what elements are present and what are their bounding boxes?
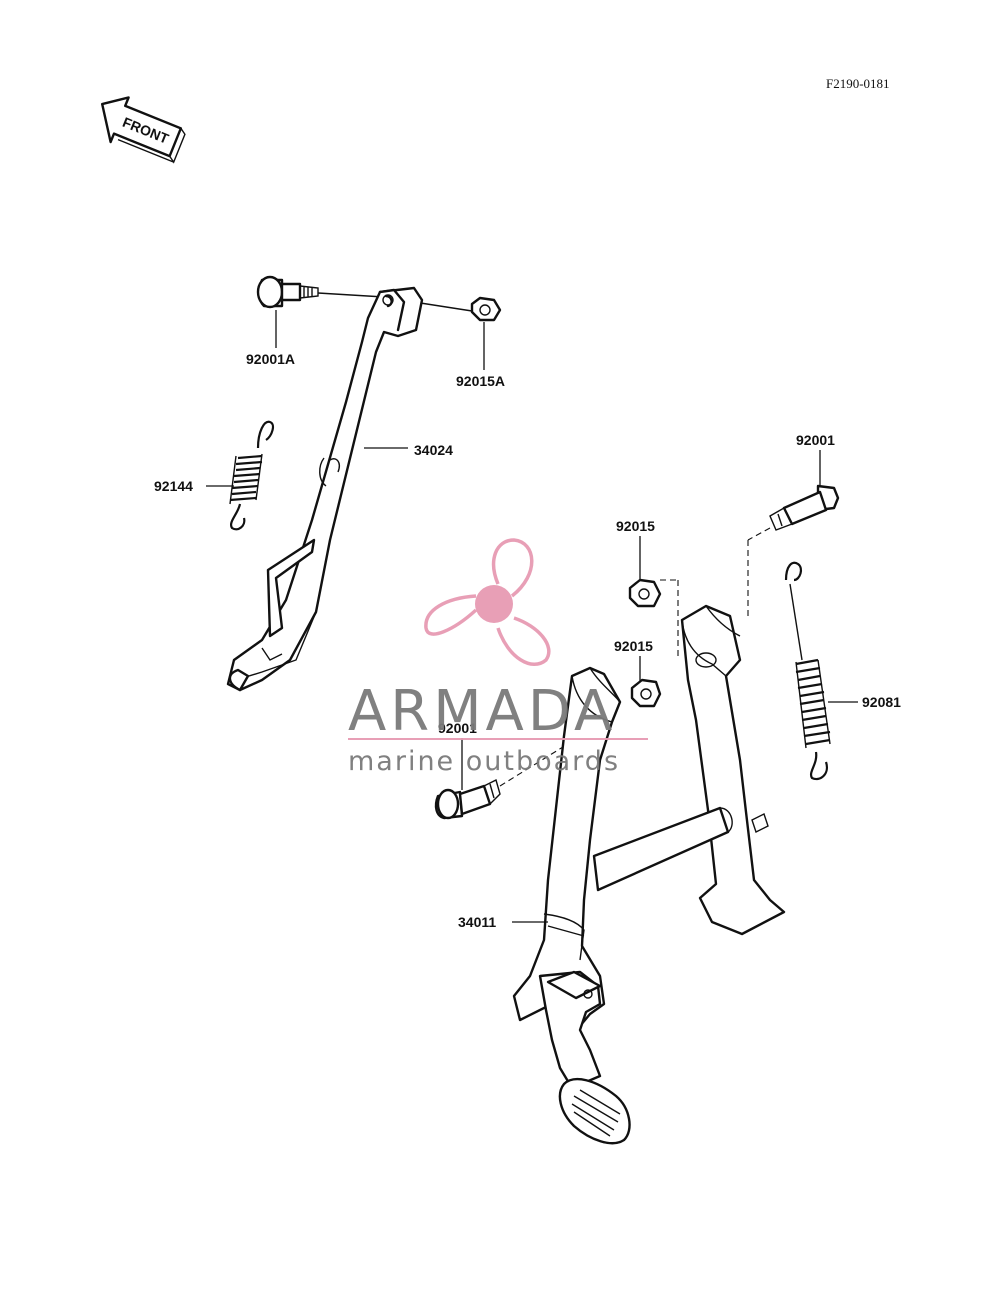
label-92015-lower: 92015 — [614, 638, 653, 654]
label-92001a: 92001A — [246, 351, 295, 367]
watermark: ARMADA marine outboards — [348, 538, 648, 777]
spring-92081-drawing — [784, 561, 831, 781]
watermark-tagline: marine outboards — [348, 746, 620, 777]
label-92001-right: 92001 — [796, 432, 835, 448]
side-stand-drawing — [226, 286, 424, 692]
bolt-92001-left-drawing — [434, 778, 501, 820]
front-arrow-icon: FRONT — [101, 96, 186, 164]
diagram-code: F2190-0181 — [826, 76, 890, 91]
label-92081: 92081 — [862, 694, 901, 710]
bolt-92001a-drawing — [256, 275, 319, 309]
label-92015a: 92015A — [456, 373, 505, 389]
label-92015-upper: 92015 — [616, 518, 655, 534]
watermark-brand: ARMADA — [348, 679, 616, 744]
nut-92015-upper-drawing — [628, 578, 662, 608]
label-92001-left: 92001 — [438, 720, 477, 736]
nut-92015-lower-drawing — [630, 678, 662, 708]
center-stand-drawing — [512, 604, 786, 1145]
label-92144: 92144 — [154, 478, 193, 494]
label-34024: 34024 — [414, 442, 453, 458]
spring-92144-drawing — [229, 420, 275, 531]
label-34011: 34011 — [458, 914, 496, 930]
nut-92015a-drawing — [470, 296, 502, 322]
bolt-92001-right-drawing — [769, 484, 840, 531]
propeller-logo-icon — [424, 538, 551, 667]
